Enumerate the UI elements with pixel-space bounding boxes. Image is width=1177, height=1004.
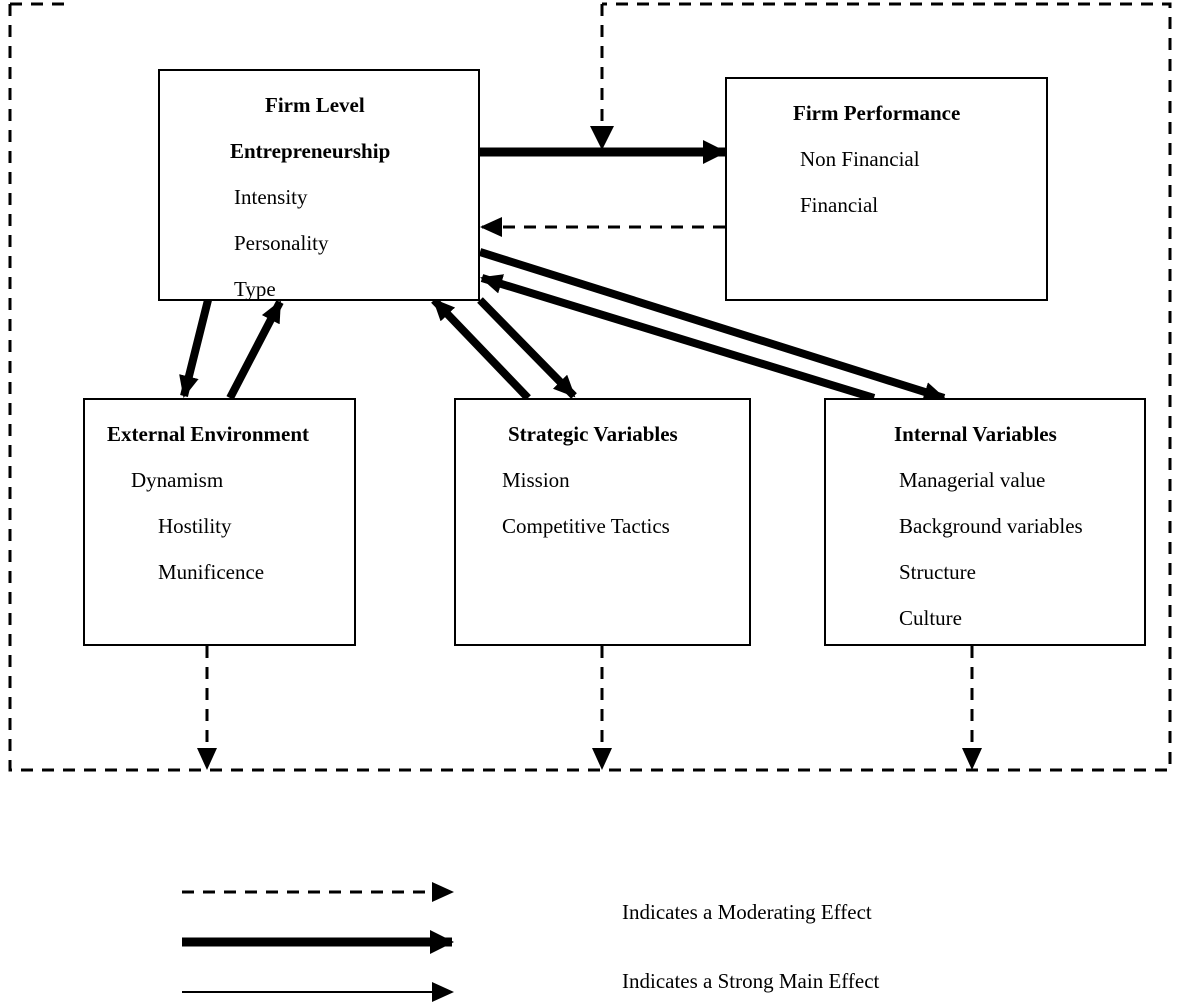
legend-strong-label: Indicates a Strong Main Effect: [622, 969, 880, 993]
moderating-boundary: [8, 2, 1172, 772]
strategic-variables-title: Strategic Variables: [508, 422, 678, 446]
firm-level-item-type: Type: [234, 277, 276, 301]
external-item-dynamism: Dynamism: [131, 468, 224, 492]
arrow-internal-to-fle: [480, 274, 876, 402]
firm-level-title-line2: Entrepreneurship: [230, 139, 391, 163]
internal-item-culture: Culture: [899, 606, 962, 630]
arrow-external-to-fle: [226, 300, 284, 400]
firm-level-entrepreneurship-box: Firm Level Entrepreneurship Intensity Pe…: [158, 69, 480, 301]
internal-item-managerial-value: Managerial value: [899, 468, 1046, 492]
firm-level-item-intensity: Intensity: [234, 185, 308, 209]
firm-performance-item-financial: Financial: [800, 193, 879, 217]
firm-level-title-line1: Firm Level: [265, 93, 365, 117]
firm-performance-box: Firm Performance Non Financial Financial: [725, 77, 1048, 301]
arrow-fle-to-strategic: [477, 297, 577, 399]
strategic-item-mission: Mission: [502, 468, 570, 492]
external-environment-box: External Environment Dynamism Hostility …: [83, 398, 356, 646]
firm-level-item-personality: Personality: [234, 231, 329, 255]
internal-item-structure: Structure: [899, 560, 976, 584]
legend-moderating-label: Indicates a Moderating Effect: [622, 900, 872, 924]
arrow-strategic-to-fle: [431, 297, 531, 401]
strategic-item-competitive-tactics: Competitive Tactics: [502, 514, 670, 538]
internal-variables-title: Internal Variables: [894, 422, 1057, 446]
arrow-fle-to-internal: [478, 248, 946, 402]
external-item-munificence: Munificence: [158, 560, 265, 584]
firm-performance-item-nonfinancial: Non Financial: [800, 147, 920, 171]
strategic-variables-box: Strategic Variables Mission Competitive …: [454, 398, 751, 646]
internal-item-background-variables: Background variables: [899, 514, 1083, 538]
arrow-fle-to-external: [179, 299, 212, 398]
external-item-hostility: Hostility: [158, 514, 232, 538]
external-environment-title: External Environment: [107, 422, 310, 446]
firm-performance-title: Firm Performance: [793, 101, 961, 125]
internal-variables-box: Internal Variables Managerial value Back…: [824, 398, 1146, 646]
